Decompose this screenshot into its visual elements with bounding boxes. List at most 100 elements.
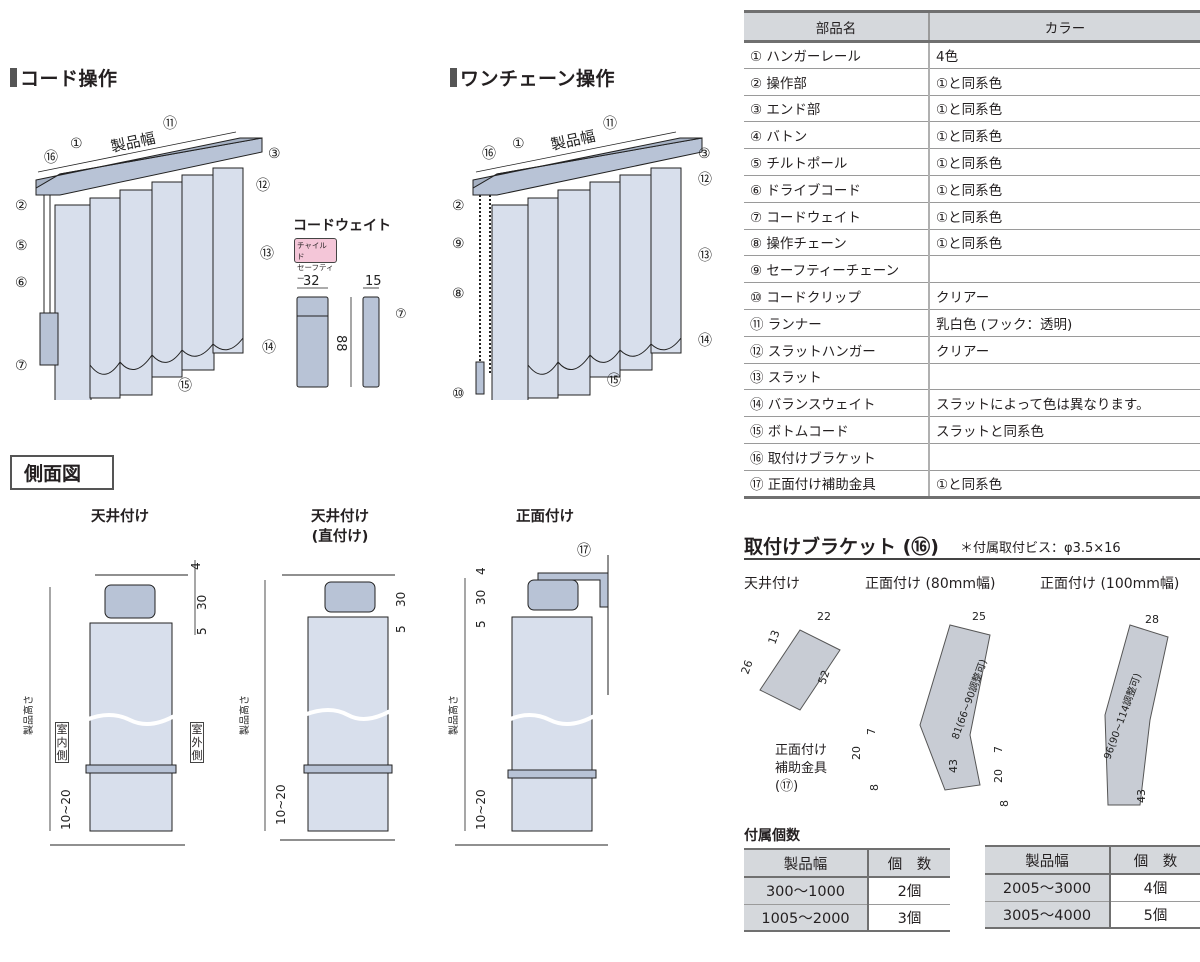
part-name-cell: ⑨ セーフティーチェーン xyxy=(744,255,930,284)
callout-11: ⑪ xyxy=(603,116,617,132)
callout-10: ⑩ xyxy=(452,386,465,400)
count-cell: 2個 xyxy=(868,877,950,905)
dim-20: 20 xyxy=(992,769,1005,783)
slat xyxy=(119,189,153,396)
callout-14: ⑭ xyxy=(262,340,276,356)
dim-26: 26 xyxy=(740,658,756,676)
callout-6: ⑥ xyxy=(15,275,28,291)
height-label: 製品高さ xyxy=(22,695,35,735)
slat xyxy=(491,204,529,400)
part-color-cell: クリアー xyxy=(929,282,1200,310)
header-count: 個 数 xyxy=(868,848,950,878)
range-cell: 1005～2000 xyxy=(744,904,869,932)
cord-weight-title: コードウェイト xyxy=(293,218,391,234)
callout-3: ③ xyxy=(268,146,281,162)
part-color-cell: ①と同系色 xyxy=(929,68,1200,96)
front100-bracket xyxy=(1104,624,1169,806)
child-safety-badge: チャイルド セーフティー xyxy=(294,238,337,283)
dim-43: 43 xyxy=(947,759,960,773)
header-width: 製品幅 xyxy=(744,848,869,878)
dim-4: 4 xyxy=(474,567,488,575)
callout-17: ⑰ xyxy=(577,543,591,559)
dim-5: 5 xyxy=(394,625,408,633)
callout-15: ⑮ xyxy=(178,378,192,394)
title-bar-marker xyxy=(10,68,17,87)
dim-height: 88 xyxy=(333,335,348,352)
callout-8: ⑧ xyxy=(452,286,465,302)
width-label: 製品幅 xyxy=(549,127,597,154)
slat-profile xyxy=(89,622,173,832)
count-cell: 4個 xyxy=(1110,874,1200,902)
front-mount-side-view: 4 30 5 10~20 製品高さ ⑰ xyxy=(447,543,609,846)
table-row: ⑩ コードクリップクリアー xyxy=(744,282,1200,310)
ceiling-bracket xyxy=(759,629,841,711)
ceiling-mount-side-view: 4 30 5 10~20 製品高さ xyxy=(22,560,209,846)
bracket-front80-label: 正面付け (80mm幅) xyxy=(865,576,996,592)
part-color-cell: 乳白色 (フック：透明) xyxy=(929,309,1200,337)
part-name-cell: ⑤ チルトポール xyxy=(744,148,930,176)
indoor-side-label: 室内側 xyxy=(55,722,69,763)
aux-bracket-label: 正面付け 補助金具 (⑰) xyxy=(775,742,827,796)
chain-operation-title: ワンチェーン操作 xyxy=(450,64,615,91)
width-arrow xyxy=(475,131,677,173)
header-width: 製品幅 xyxy=(985,845,1111,875)
part-color-cell: ①と同系色 xyxy=(929,470,1200,499)
part-color-cell: ①と同系色 xyxy=(929,202,1200,230)
part-name-cell: ⑥ ドライブコード xyxy=(744,175,930,203)
table-row: ⑬ スラット xyxy=(744,363,1200,391)
ceiling-direct-mount-side-view: 30 5 10~20 製品高さ xyxy=(238,574,408,841)
dim-7: 7 xyxy=(865,728,878,735)
height-label: 製品高さ xyxy=(238,695,251,735)
weight-front xyxy=(296,296,329,388)
dim-10-20: 10~20 xyxy=(274,784,288,825)
cord-weight-diagram: 32 15 88 ⑦ xyxy=(296,274,407,388)
slats xyxy=(54,167,244,400)
cord-callouts: 製品幅 ① ② ③ ⑤ ⑥ ⑦ ⑪ ⑫ ⑬ ⑭ ⑮ ⑯ xyxy=(15,116,281,394)
dim-30: 30 xyxy=(474,590,488,605)
part-name-cell: ④ バトン xyxy=(744,121,930,150)
header-count: 個 数 xyxy=(1110,845,1200,875)
table-row: 300～1000 2個 xyxy=(744,877,950,905)
rail-profile xyxy=(104,584,156,619)
table-row: ⑨ セーフティーチェーン xyxy=(744,255,1200,284)
table-row: 1005～2000 3個 xyxy=(744,904,950,932)
bottom-cord xyxy=(89,337,244,375)
dim-4: 4 xyxy=(189,562,203,570)
part-name-cell: ⑩ コードクリップ xyxy=(744,282,930,310)
width-arrow xyxy=(37,131,237,173)
callout-14: ⑭ xyxy=(698,333,712,349)
bracket-ceiling-label: 天井付け xyxy=(744,576,800,592)
part-color-cell xyxy=(929,363,1200,391)
part-color-cell xyxy=(929,255,1200,284)
part-color-cell: ①と同系色 xyxy=(929,229,1200,257)
cord-clip xyxy=(475,361,485,395)
range-cell: 300～1000 xyxy=(744,877,869,905)
callout-16: ⑯ xyxy=(482,146,496,162)
outdoor-side-label: 室外側 xyxy=(190,722,204,763)
dim-10-20: 10~20 xyxy=(474,789,488,830)
callout-13: ⑬ xyxy=(698,248,712,264)
part-color-cell: 4色 xyxy=(929,41,1200,69)
bracket-front100-label: 正面付け (100mm幅) xyxy=(1040,576,1180,592)
callout-16: ⑯ xyxy=(44,150,58,166)
callout-13: ⑬ xyxy=(260,246,274,262)
table-row: ⑭ バランスウェイトスラットによって色は異なります。 xyxy=(744,389,1200,418)
callout-12: ⑫ xyxy=(698,172,712,188)
range-cell: 2005～3000 xyxy=(985,874,1111,902)
part-color-cell: ①と同系色 xyxy=(929,95,1200,123)
weight-side xyxy=(362,296,380,388)
callout-9: ⑨ xyxy=(452,236,465,252)
part-name-cell: ⑫ スラットハンガー xyxy=(744,336,930,364)
dim-8: 8 xyxy=(998,800,1011,807)
dim-depth: 15 xyxy=(365,274,382,289)
part-name-cell: ③ エンド部 xyxy=(744,95,930,123)
part-name-cell: ⑭ バランスウェイト xyxy=(744,389,930,418)
slat xyxy=(54,204,92,400)
